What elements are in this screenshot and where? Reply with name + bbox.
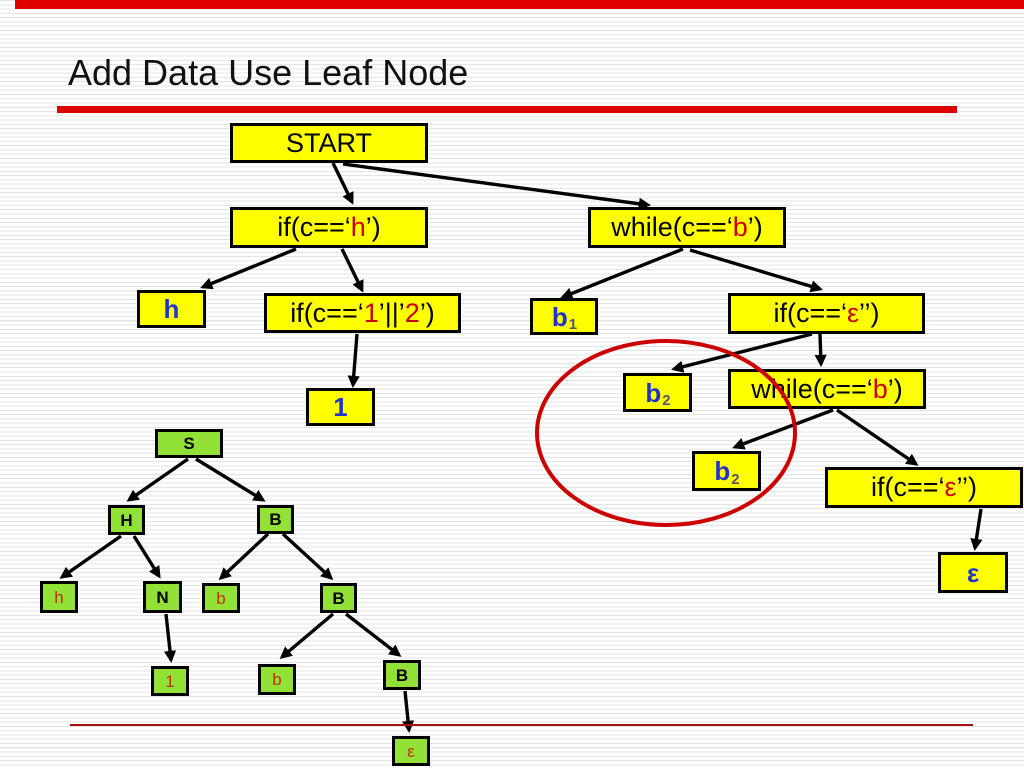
node-label-part: B — [332, 588, 345, 608]
node-while-b-1: while(c==‘b’) — [588, 207, 786, 248]
node-label-part: ’) — [419, 297, 435, 328]
edge-arrow — [340, 248, 364, 293]
node-h-leaf: h — [137, 290, 206, 328]
node-g-b-cap-3: B — [383, 660, 421, 690]
top-accent-bar — [15, 0, 1024, 9]
node-label-part: h — [54, 587, 64, 607]
node-label-part: 1 — [363, 297, 379, 328]
node-g-b-low-2: b — [258, 664, 296, 695]
node-one-leaf: 1 — [306, 388, 375, 426]
edge-arrow — [163, 613, 177, 664]
edge-arrow — [836, 408, 919, 466]
node-label-part: ’’) — [956, 472, 978, 502]
edge-arrow — [342, 162, 652, 210]
node-if-eps-2: if(c==‘ε’’) — [825, 467, 1023, 508]
node-label-part: if(c==‘ — [773, 298, 847, 328]
node-label-part: ε — [966, 557, 980, 588]
bottom-divider-line — [70, 724, 973, 726]
node-label-part: b — [872, 373, 888, 404]
edge-arrow — [195, 457, 266, 502]
node-g-b-low-1: b — [202, 583, 240, 613]
node-g-n-cap: N — [143, 581, 182, 613]
node-label-part: if(c==‘ — [870, 472, 945, 502]
edge-arrow — [732, 408, 834, 450]
node-label-part: b — [272, 670, 282, 689]
edge-arrow — [347, 333, 360, 389]
title-underline — [57, 106, 957, 113]
node-label-part: b — [216, 588, 226, 608]
edge-arrow — [560, 247, 684, 300]
node-if-h: if(c==‘h’) — [230, 207, 428, 248]
node-g-h-cap: H — [108, 505, 145, 535]
node-label-part: 2 — [404, 297, 420, 328]
node-g-h-low: h — [40, 581, 78, 613]
node-label-part: ’) — [365, 212, 381, 242]
node-label-part: b — [714, 456, 731, 486]
node-label-part: h — [163, 294, 180, 324]
node-label-part: ε — [846, 298, 860, 328]
node-label-part: H — [120, 510, 133, 530]
node-label-part: h — [350, 212, 366, 242]
node-label-part: ’||’ — [378, 297, 405, 328]
node-while-b-2: while(c==‘b’) — [728, 369, 926, 409]
node-label-part: ’’) — [859, 298, 880, 328]
node-if-1or2: if(c==‘1’||’2’) — [264, 293, 461, 333]
edge-arrow — [132, 535, 161, 579]
edge-arrow — [200, 247, 297, 290]
node-label-part: ε — [407, 741, 415, 761]
node-label-part: S — [183, 434, 195, 453]
node-label-part: 2 — [662, 392, 671, 409]
node-if-eps-1: if(c==‘ε’’) — [728, 293, 925, 334]
node-label-part: b — [645, 377, 662, 408]
node-label-part: N — [156, 587, 169, 607]
edge-arrow — [814, 333, 827, 368]
edge-arrow — [281, 532, 334, 581]
edge-arrow — [970, 508, 983, 552]
slide-title: Add Data Use Leaf Node — [68, 52, 469, 93]
node-label-part: if(c==‘ — [290, 297, 364, 328]
node-g-b-cap-1: B — [257, 505, 294, 534]
edge-arrow — [689, 248, 823, 293]
node-g-eps: ε — [392, 736, 430, 766]
node-label-part: B — [395, 665, 409, 685]
edge-arrow — [279, 612, 335, 659]
node-label-part: B — [269, 510, 282, 529]
node-label-part: ε — [944, 472, 957, 502]
node-label-part: b — [732, 212, 748, 242]
node-start: START — [230, 123, 428, 163]
edge-arrow — [331, 162, 354, 205]
node-label-part: while(c==‘ — [751, 373, 873, 404]
edge-arrow — [218, 532, 270, 581]
node-g-one: 1 — [151, 666, 189, 696]
edge-arrow — [671, 332, 813, 373]
edge-arrow — [126, 457, 189, 502]
node-label-part: START — [285, 127, 372, 158]
node-g-s: S — [155, 429, 223, 458]
node-label-part: ’) — [887, 373, 903, 404]
node-eps-leaf: ε — [938, 552, 1008, 593]
node-label-part: 1 — [165, 671, 175, 691]
node-g-b-cap-2: B — [320, 583, 357, 613]
node-label-part: b — [551, 301, 568, 332]
node-label-part: 2 — [731, 470, 740, 488]
node-label-part: 1 — [568, 316, 578, 333]
node-label-part: if(c==‘ — [277, 212, 351, 242]
node-label-part: while(c==‘ — [611, 212, 733, 242]
node-label-part: 1 — [333, 392, 348, 422]
edge-arrow — [344, 612, 402, 657]
edge-arrow — [59, 534, 122, 579]
node-label-part: ’) — [747, 212, 763, 242]
